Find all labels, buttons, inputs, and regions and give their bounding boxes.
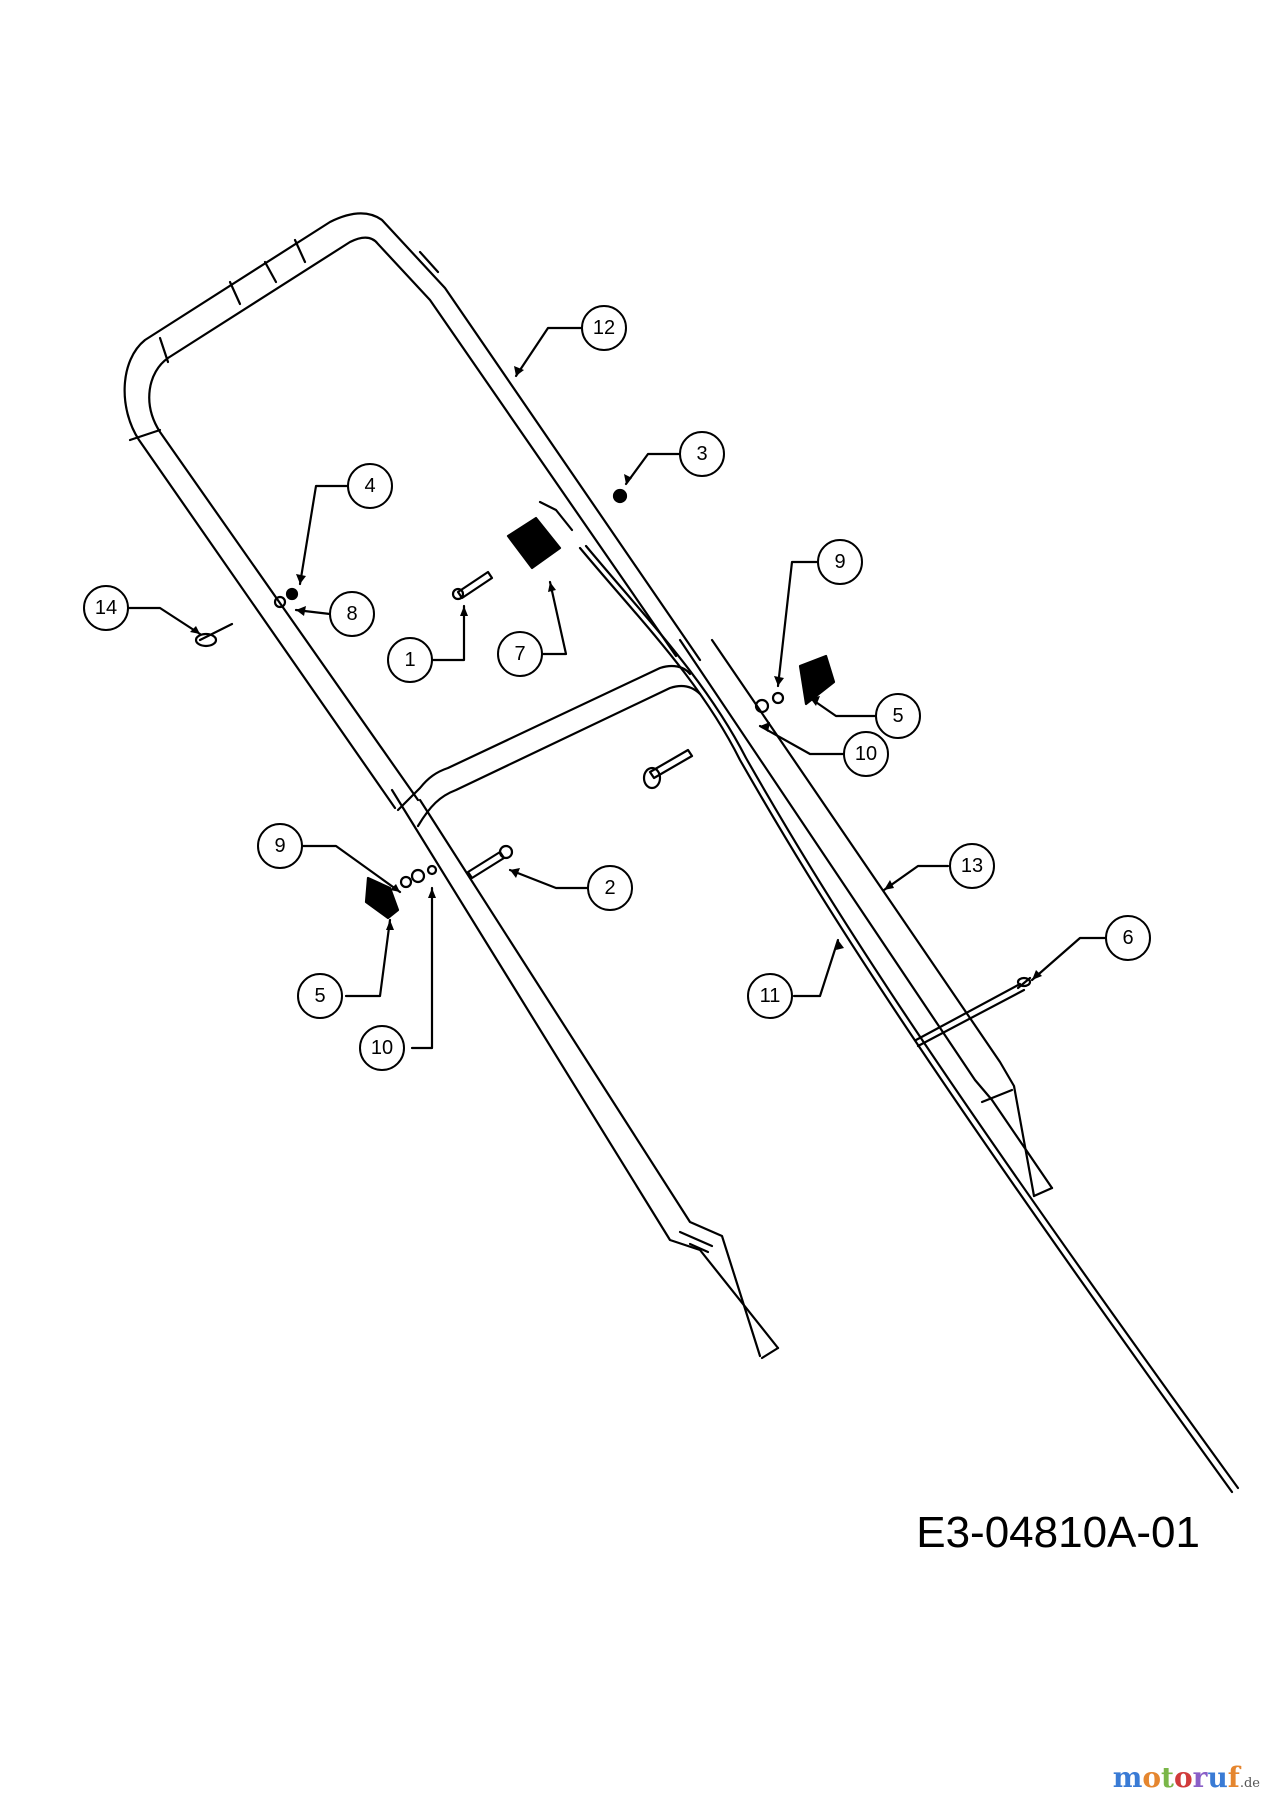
- watermark-letter: t: [1161, 1761, 1174, 1794]
- callout-7: 7: [497, 631, 543, 677]
- callout-1: 1: [387, 637, 433, 683]
- bolt-lower: [642, 748, 694, 790]
- watermark-letter: o: [1142, 1761, 1162, 1794]
- svg-text:9: 9: [274, 835, 285, 857]
- callout-10-left: 10: [359, 1025, 405, 1071]
- svg-text:2: 2: [604, 877, 615, 899]
- svg-text:7: 7: [514, 643, 525, 665]
- cable-end-14: [194, 622, 234, 648]
- callout-14: 14: [83, 585, 129, 631]
- callout-8: 8: [329, 591, 375, 637]
- callout-5-right: 5: [875, 693, 921, 739]
- svg-text:5: 5: [892, 705, 903, 727]
- drawing-code: E3-04810A-01: [916, 1508, 1200, 1557]
- knob-left: [364, 864, 438, 920]
- leader-arrowheads: [190, 366, 1042, 980]
- svg-text:3: 3: [696, 443, 707, 465]
- svg-text:10: 10: [855, 743, 877, 765]
- watermark-logo: motoruf.de: [1113, 1761, 1260, 1794]
- watermark-letter: r: [1192, 1761, 1208, 1794]
- bolt-2: [466, 844, 514, 880]
- callout-4: 4: [347, 463, 393, 509]
- control-cable: [578, 544, 1240, 1494]
- lower-right-tube: [678, 638, 1054, 1198]
- cable-clip-6: [1016, 976, 1032, 990]
- upper-handle: [123, 212, 702, 810]
- callout-13: 13: [949, 843, 995, 889]
- callout-10-right: 10: [843, 731, 889, 777]
- watermark-letter: o: [1173, 1761, 1193, 1794]
- nut-3: [612, 488, 628, 504]
- svg-text:8: 8: [346, 603, 357, 625]
- cable-clamp-7: [506, 500, 574, 570]
- svg-text:13: 13: [961, 855, 983, 877]
- watermark-suffix: .de: [1239, 1776, 1260, 1791]
- washer-8: [273, 595, 287, 609]
- callout-5-left: 5: [297, 973, 343, 1019]
- callout-6: 6: [1105, 915, 1151, 961]
- svg-text:10: 10: [371, 1037, 393, 1059]
- watermark-letter: m: [1112, 1761, 1143, 1794]
- nut-4: [285, 587, 299, 601]
- callout-11: 11: [747, 973, 793, 1019]
- svg-text:9: 9: [834, 551, 845, 573]
- svg-text:14: 14: [95, 597, 117, 619]
- svg-text:6: 6: [1122, 927, 1133, 949]
- callouts: 12 3 4 8 14 1 7 9 5 10 9 2 5 10 13 6 11: [83, 305, 1151, 1071]
- svg-text:5: 5: [314, 985, 325, 1007]
- watermark-letter: u: [1207, 1761, 1228, 1794]
- callout-2: 2: [587, 865, 633, 911]
- callout-3: 3: [679, 431, 725, 477]
- knob-right: [754, 654, 836, 714]
- svg-text:11: 11: [760, 985, 781, 1007]
- callout-9-left: 9: [257, 823, 303, 869]
- bolt-1: [451, 570, 494, 601]
- svg-text:1: 1: [404, 649, 415, 671]
- callout-12: 12: [581, 305, 627, 351]
- callout-9-right: 9: [817, 539, 863, 585]
- watermark-letter: f: [1227, 1761, 1240, 1794]
- svg-text:4: 4: [364, 475, 375, 497]
- lower-left-tube: [390, 788, 780, 1360]
- watermark-brand: motoruf: [1113, 1761, 1240, 1794]
- svg-text:12: 12: [593, 317, 615, 339]
- cross-bar: [396, 664, 702, 828]
